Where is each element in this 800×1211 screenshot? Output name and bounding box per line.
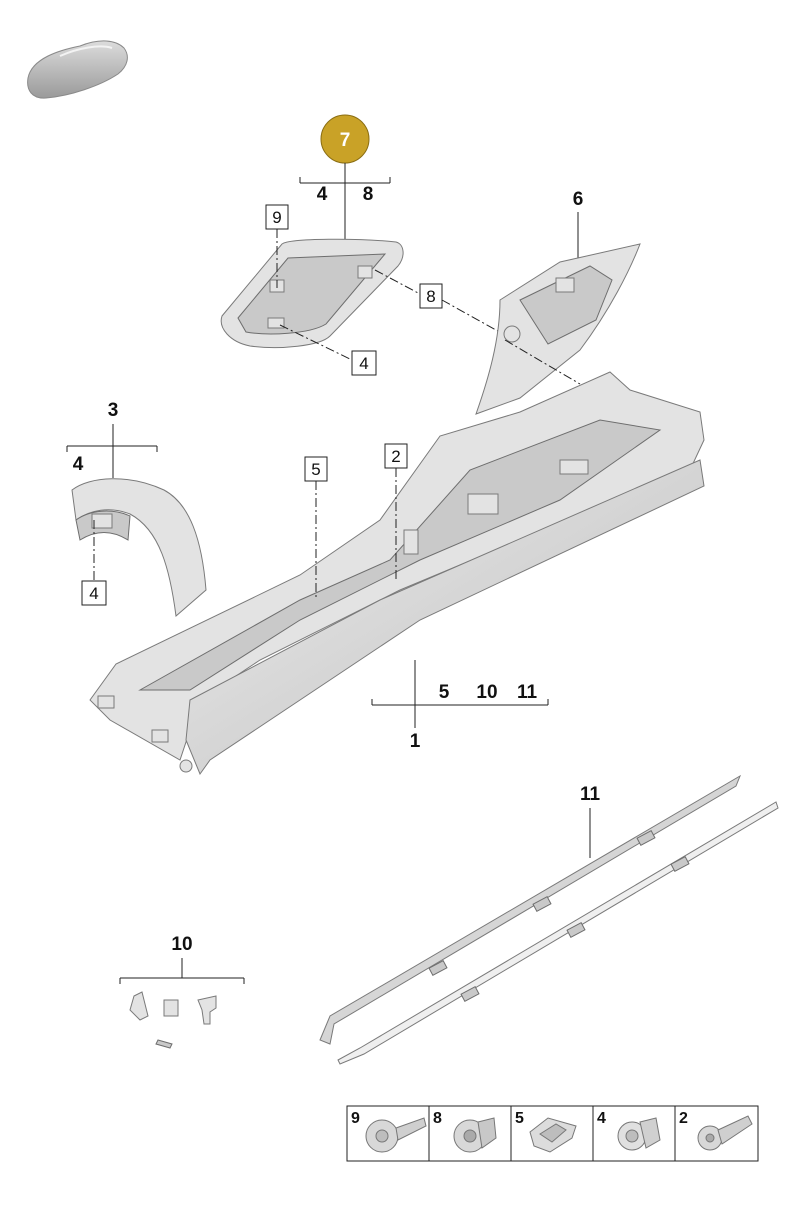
legend-cell-9[interactable]: 9 [351,1110,427,1153]
legend-cell-2[interactable]: 2 [679,1110,753,1151]
part-7-trim-cover[interactable] [220,238,404,348]
part-1-number: 1 [410,731,421,752]
part-7-box-4[interactable]: 4 [279,324,377,376]
part-3-sub-4: 4 [73,454,84,475]
expansion-nut-icon [453,1117,497,1153]
part-2-number: 2 [391,447,400,466]
part-1-sub-5: 5 [439,682,450,703]
part-7-callout: 7 4 8 [299,114,391,240]
grommet-icon [617,1117,661,1151]
part-3-callout: 3 4 [66,400,158,478]
part-11-number: 11 [580,784,601,805]
part-1-sub-11: 11 [517,682,538,703]
part-11-callout: 11 [580,784,601,858]
part-3-box-4[interactable]: 4 [81,520,107,606]
part-3-end-cap[interactable] [71,478,207,617]
legend-number-9: 9 [351,1110,360,1127]
part-1-callout: 5 10 11 1 [371,660,549,752]
part-7-box-9[interactable]: 9 [265,204,289,288]
legend-number-2: 2 [679,1110,688,1127]
fastener-legend: 9 8 5 4 [346,1105,759,1162]
screw-icon [697,1115,753,1151]
legend-number-5: 5 [515,1110,524,1127]
part-6-side-panel[interactable] [475,243,641,415]
legend-number-4: 4 [597,1110,606,1127]
spring-clip-icon [529,1117,577,1153]
part-10-number: 10 [171,934,192,955]
flange-bolt-icon [365,1117,427,1153]
vehicle-thumbnail-icon [27,40,128,99]
legend-number-8: 8 [433,1110,442,1127]
part-2-box[interactable]: 2 [384,443,408,580]
legend-cell-8[interactable]: 8 [433,1110,497,1153]
legend-cell-5[interactable]: 5 [515,1110,577,1153]
legend-cell-4[interactable]: 4 [597,1110,661,1151]
part-7-sub-8: 8 [363,184,374,205]
box-4-number: 4 [359,354,368,373]
part-7-number: 7 [340,130,351,151]
part-6-number: 6 [573,189,584,210]
box-9-number: 9 [272,208,281,227]
part-7-sub-4: 4 [317,184,328,205]
box-8-number: 8 [426,287,435,306]
part-1-sub-10: 10 [476,682,497,703]
part-10-callout: 10 [119,934,245,984]
part-7-box-8[interactable]: 8 [374,269,506,336]
part-1-center-console[interactable] [89,371,705,776]
part-5-number: 5 [311,460,320,479]
part-10-clip-set[interactable] [129,991,217,1049]
part-3-number: 3 [108,400,119,421]
part-11-trim-strips[interactable] [319,774,779,1065]
part-6-callout: 6 [573,189,584,268]
part-5-box[interactable]: 5 [304,456,328,600]
part-3-box-4-number: 4 [89,584,98,603]
